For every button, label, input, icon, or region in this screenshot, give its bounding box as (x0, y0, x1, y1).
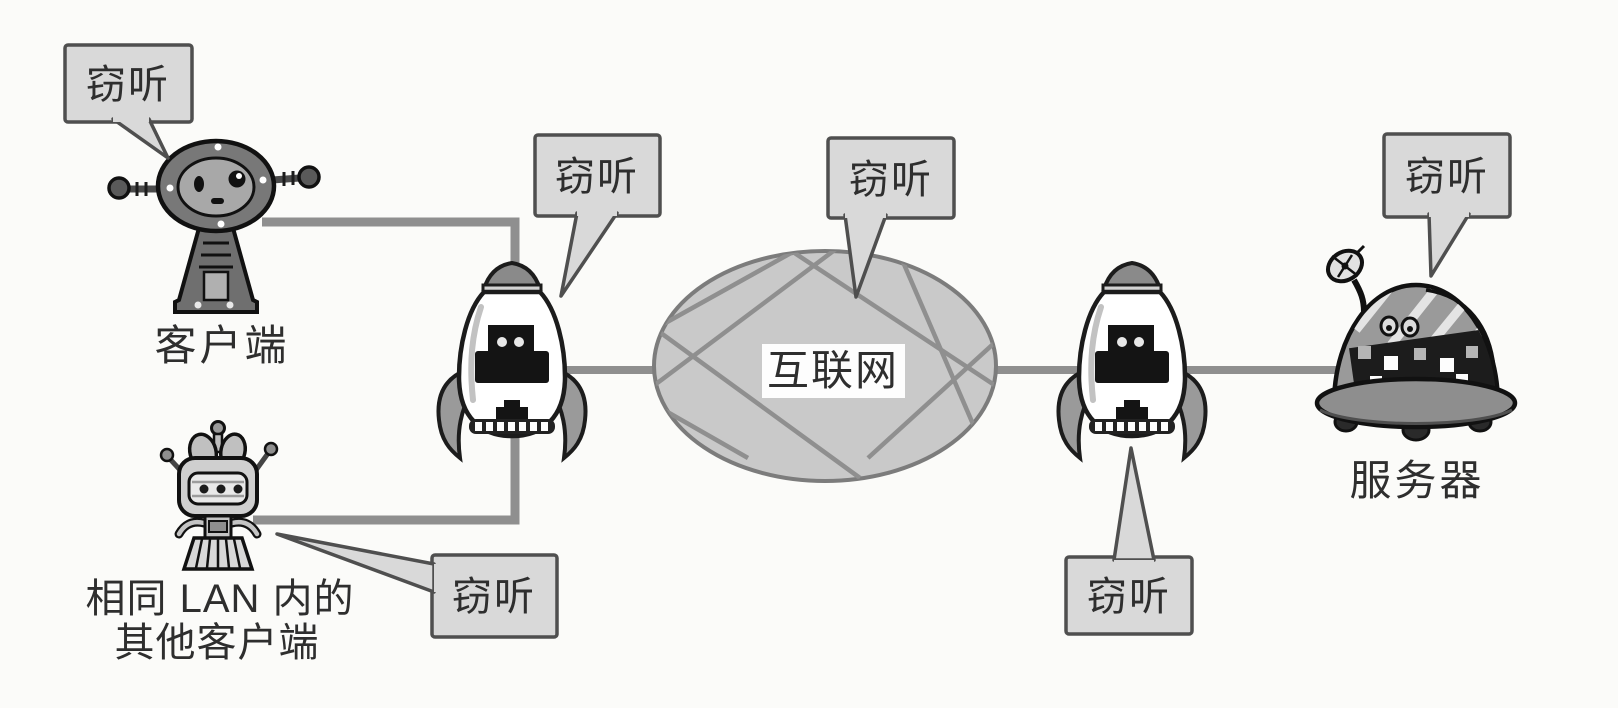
eavesdrop-bubble-lan-client: 窃听 (275, 532, 559, 639)
internet-label: 互联网 (767, 347, 899, 394)
eavesdrop-bubble-server: 窃听 (1382, 132, 1512, 278)
eavesdrop-label: 窃听 (849, 158, 933, 202)
eavesdrop-bubble-client: 窃听 (63, 43, 194, 160)
eavesdrop-label: 窃听 (452, 575, 536, 619)
client-left-eye (194, 176, 204, 192)
client-right-antenna (271, 174, 301, 184)
internet-web-lines (654, 251, 996, 480)
client-right-eye (228, 170, 246, 188)
client-mouth (211, 198, 224, 204)
lan-client-label-line1: 相同 LAN 内的 (85, 577, 354, 621)
server-label: 服务器 (1349, 457, 1484, 504)
lan-client-right-antenna (253, 450, 272, 472)
eavesdrop-label: 窃听 (86, 63, 170, 107)
eavesdrop-bubble-router-2: 窃听 (1064, 446, 1194, 636)
eavesdrop-label: 窃听 (1087, 575, 1171, 619)
lan-client-robot-icon (159, 420, 279, 571)
server-dome-seam (1425, 288, 1496, 369)
server-saucer-shade (1319, 408, 1513, 425)
client-body (173, 226, 259, 314)
eavesdrop-bubble-internet: 窃听 (826, 136, 956, 299)
lan-client-skirt-pleats (194, 538, 242, 569)
lan-client-label-line2: 其他客户端 (115, 621, 320, 665)
eavesdrop-label: 窃听 (1405, 155, 1489, 199)
internet-label-plate (762, 344, 905, 398)
eavesdrop-bubble-router-1: 窃听 (533, 133, 662, 298)
server-robot-icon (1314, 244, 1518, 442)
lan-client-antenna-ball (210, 420, 226, 436)
client-face (176, 156, 256, 218)
client-body-panel (202, 270, 230, 302)
client-robot-icon (107, 138, 321, 314)
server-saucer (1314, 376, 1518, 430)
client-label: 客户端 (154, 322, 289, 369)
eavesdrop-label: 窃听 (555, 155, 639, 199)
internet-globe-icon: 互联网 (652, 249, 998, 483)
